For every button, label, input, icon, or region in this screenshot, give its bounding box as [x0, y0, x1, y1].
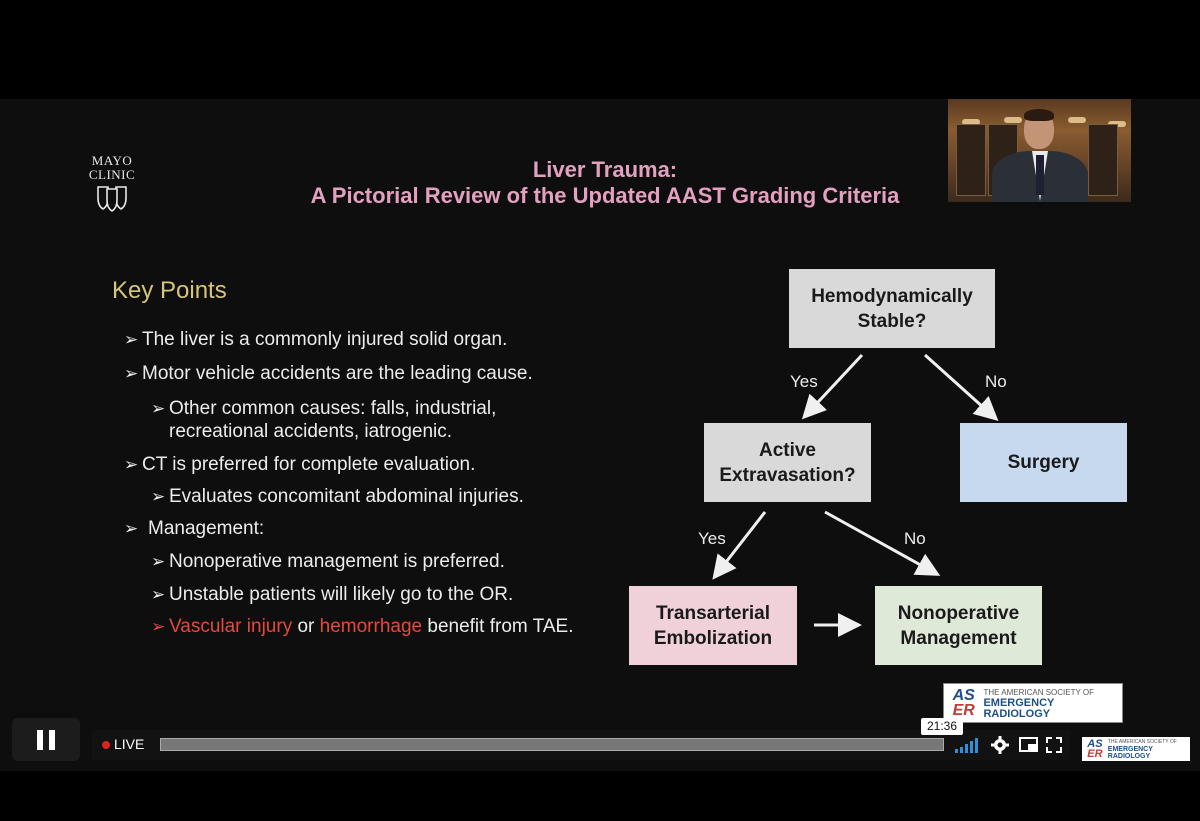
logo-line1: MAYO — [91, 153, 133, 168]
bullet-point: ➢Management: — [124, 518, 265, 539]
sub-bullet-point: ➢Vascular injury or hemorrhage benefit f… — [151, 616, 574, 637]
volume-bars-icon[interactable] — [954, 738, 980, 754]
key-points-heading: Key Points — [112, 277, 227, 304]
bullet-arrow-icon: ➢ — [124, 455, 139, 474]
bullet-point: ➢CT is preferred for complete evaluation… — [124, 454, 476, 475]
bullet-arrow-icon: ➢ — [124, 364, 139, 383]
progress-bar[interactable] — [160, 738, 944, 751]
aser-line1: THE AMERICAN SOCIETY OF — [983, 687, 1095, 697]
time-tooltip: 21:36 — [921, 718, 963, 735]
arrow-yes-2 — [712, 511, 767, 580]
fullscreen-icon[interactable] — [1046, 737, 1062, 753]
live-dot-icon — [102, 741, 110, 749]
bullet-arrow-icon: ➢ — [151, 617, 166, 636]
sub-bullet-point: ➢Evaluates concomitant abdominal injurie… — [151, 486, 524, 507]
arrow-yes-1 — [801, 353, 864, 420]
aser-line2: EMERGENCY RADIOLOGY — [983, 696, 1055, 720]
mayo-clinic-logo: MAYO CLINIC — [80, 154, 144, 212]
aser-mark-icon: AS ER — [1087, 738, 1103, 760]
pause-button[interactable] — [12, 718, 80, 761]
aser-player-logo[interactable]: AS ER THE AMERICAN SOCIETY OF EMERGENCY … — [1082, 737, 1190, 761]
aser-player-line1: THE AMERICAN SOCIETY OF — [1107, 738, 1177, 745]
logo-line2: CLINIC — [88, 167, 136, 182]
bullet-arrow-icon: ➢ — [124, 519, 139, 538]
surgery-box: Surgery — [960, 423, 1127, 502]
player-control-bar: LIVE — [92, 730, 1070, 760]
slide-title: Liver Trauma: A Pictorial Review of the … — [240, 157, 970, 209]
yes-label: Yes — [790, 372, 818, 391]
bullet-arrow-icon: ➢ — [151, 585, 166, 604]
no-label: No — [904, 529, 926, 548]
speaker-video — [948, 99, 1131, 202]
gear-icon[interactable] — [991, 736, 1009, 754]
bullet-arrow-icon: ➢ — [151, 399, 166, 418]
aser-mark-icon: AS ER — [952, 687, 975, 719]
arrow-no-2 — [824, 510, 941, 576]
sub-bullet-point: ➢Other common causes: falls, industrial, — [151, 398, 497, 419]
bullet-arrow-icon: ➢ — [151, 487, 166, 506]
bullet-point: ➢Motor vehicle accidents are the leading… — [124, 363, 533, 384]
top-letterbox — [0, 0, 1200, 99]
bullet-point: ➢The liver is a commonly injured solid o… — [124, 329, 508, 350]
mayo-shields-icon — [97, 186, 127, 212]
title-line2: A Pictorial Review of the Updated AAST G… — [310, 183, 900, 208]
picture-in-picture-icon[interactable] — [1019, 737, 1039, 753]
arrow-no-1 — [923, 353, 999, 422]
aser-logo: AS ER THE AMERICAN SOCIETY OF EMERGENCY … — [943, 683, 1123, 723]
sub-bullet-continuation: recreational accidents, iatrogenic. — [169, 421, 453, 442]
bullet-arrow-icon: ➢ — [124, 330, 139, 349]
live-label[interactable]: LIVE — [114, 736, 145, 752]
aser-player-line2: EMERGENCY RADIOLOGY — [1107, 745, 1153, 760]
sub-bullet-point: ➢Nonoperative management is preferred. — [151, 551, 505, 572]
no-label: No — [985, 372, 1007, 391]
sub-bullet-point: ➢Unstable patients will likely go to the… — [151, 584, 514, 605]
slide: MAYO CLINIC Liver Trauma: A Pictorial Re… — [0, 99, 1200, 771]
bullet-arrow-icon: ➢ — [151, 552, 166, 571]
title-line1: Liver Trauma: — [532, 157, 678, 182]
bottom-letterbox — [0, 771, 1200, 821]
flowchart-arrows — [712, 353, 999, 637]
yes-label: Yes — [698, 529, 726, 548]
